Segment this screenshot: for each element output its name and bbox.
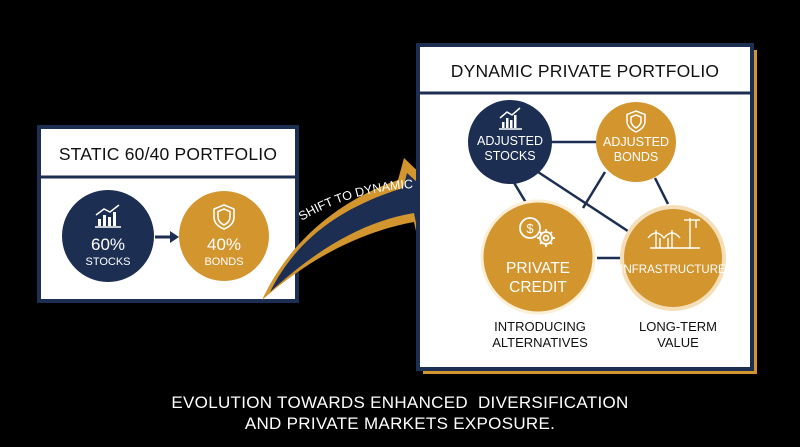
stocks-label: STOCKS xyxy=(85,256,130,268)
footer-caption: EVOLUTION TOWARDS ENHANCED DIVERSIFICATI… xyxy=(171,393,628,433)
stocks-percent: 60% xyxy=(91,235,125,254)
shield-icon xyxy=(213,204,235,230)
infrastructure-node: INFRASTRUCTURE xyxy=(620,205,726,311)
allocation-arrow xyxy=(155,231,179,243)
adjusted-bonds-line1: ADJUSTED xyxy=(603,135,669,149)
caption-alternatives-line1: INTRODUCING xyxy=(494,319,586,334)
adjusted-bonds-node: ADJUSTED BONDS xyxy=(596,102,676,182)
static-panel-title: STATIC 60/40 PORTFOLIO xyxy=(59,144,277,164)
private-credit-node: $ PRIVATE CREDIT xyxy=(480,199,596,315)
adjusted-stocks-node: ADJUSTED STOCKS xyxy=(468,100,552,184)
private-credit-line2: CREDIT xyxy=(509,279,567,296)
footer-line1: EVOLUTION TOWARDS ENHANCED DIVERSIFICATI… xyxy=(171,393,628,412)
private-credit-line1: PRIVATE xyxy=(506,260,570,277)
bonds-label: BONDS xyxy=(204,256,243,268)
caption-long-term-line2: VALUE xyxy=(657,335,699,350)
adjusted-stocks-line2: STOCKS xyxy=(484,149,535,163)
bar-chart-icon xyxy=(499,107,522,130)
svg-text:$: $ xyxy=(526,221,534,236)
adjusted-stocks-line1: ADJUSTED xyxy=(477,134,543,148)
stocks-node: 60% STOCKS xyxy=(62,190,154,282)
shield-icon xyxy=(626,110,646,133)
bonds-node: 40% BONDS xyxy=(179,191,269,281)
dynamic-portfolio-panel: DYNAMIC PRIVATE PORTFOLIO ADJUSTED STOCK… xyxy=(416,43,757,374)
bar-chart-icon xyxy=(95,204,121,228)
footer-line2: AND PRIVATE MARKETS EXPOSURE. xyxy=(245,414,555,433)
static-portfolio-panel: STATIC 60/40 PORTFOLIO 60% STOCKS xyxy=(37,125,299,303)
dollar-gear-icon: $ xyxy=(519,217,555,247)
bonds-percent: 40% xyxy=(207,235,241,254)
dynamic-panel-title: DYNAMIC PRIVATE PORTFOLIO xyxy=(451,61,720,81)
adjusted-bonds-line2: BONDS xyxy=(614,150,658,164)
caption-alternatives-line2: ALTERNATIVES xyxy=(492,335,588,350)
bridge-crane-icon xyxy=(647,218,700,249)
caption-long-term-line1: LONG-TERM xyxy=(639,319,717,334)
infrastructure-label: INFRASTRUCTURE xyxy=(620,264,726,276)
